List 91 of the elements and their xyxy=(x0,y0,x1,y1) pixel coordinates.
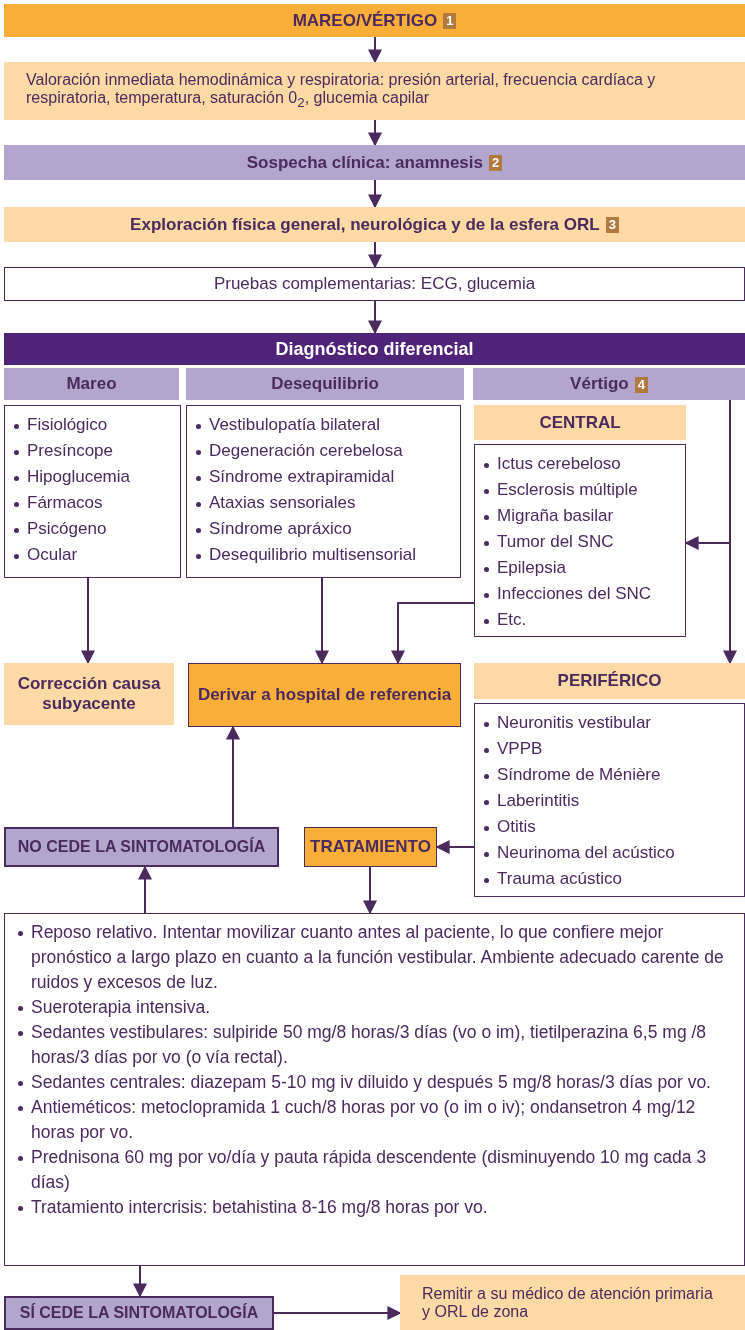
arrow xyxy=(435,840,475,854)
list-item: Sedantes centrales: diazepam 5-10 mg iv diluido y después 5 mg/8 horas/3 días por vo. xyxy=(15,1070,711,1095)
node-text: PERIFÉRICO xyxy=(557,671,662,690)
column-header xyxy=(186,368,464,400)
list-box xyxy=(474,703,745,897)
list-item: Migraña basilar xyxy=(481,503,614,529)
outcome-band xyxy=(400,1275,745,1330)
list-item: Infecciones del SNC xyxy=(481,581,652,607)
section-band xyxy=(4,333,745,365)
list-item: Antieméticos: metoclopramida 1 cuch/8 horas por vo (o im o iv); ondansetron 4 mg/12 horas por vo. xyxy=(15,1095,734,1145)
list-item: Síndrome apráxico xyxy=(193,516,352,542)
arrow xyxy=(363,866,377,915)
node-text: Derivar a hospital de referencia xyxy=(197,685,452,704)
node-text: NO CEDE LA SINTOMATOLOGÍA xyxy=(17,838,266,855)
process-band xyxy=(4,207,745,242)
process-box xyxy=(4,267,745,301)
list-item: Fisiológico xyxy=(11,412,108,438)
list-item: Psicógeno xyxy=(11,516,107,542)
list-item: VPPB xyxy=(481,736,543,762)
list-item: Trauma acústico xyxy=(481,866,623,892)
node-text: Corrección causa subyacente xyxy=(17,674,161,713)
callout-number: 4 xyxy=(634,376,648,393)
list-item: Presíncope xyxy=(11,438,113,464)
list-item: Otitis xyxy=(481,814,536,840)
list-item: Esclerosis múltiple xyxy=(481,477,638,503)
status-box xyxy=(4,1296,274,1330)
list-item: Síndrome extrapiramidal xyxy=(193,464,395,490)
arrow xyxy=(391,602,475,665)
node-text: Pruebas complementarias: ECG, glucemia xyxy=(213,274,536,293)
list-item: Laberintitis xyxy=(481,788,580,814)
node-text: Desequilibrio xyxy=(271,374,379,393)
node-text: Diagnóstico diferencial xyxy=(275,338,474,359)
outcome-band xyxy=(4,663,174,725)
node-text: SÍ CEDE LA SINTOMATOLOGÍA xyxy=(19,1304,259,1321)
category-band xyxy=(474,663,745,699)
arrow xyxy=(368,300,382,335)
callout-number: 2 xyxy=(489,155,503,171)
list-item: Reposo relativo. Intentar movilizar cuanto antes al paciente, lo que confiere mejor pronóstico a largo plazo en cuanto a la función vestibular. Ambiente adecuado carente de ruidos y excesos de luz. xyxy=(15,920,734,995)
outcome-box xyxy=(188,663,461,727)
list-item: Ocular xyxy=(11,542,78,568)
list-item: Epilepsia xyxy=(481,555,566,581)
list-item: Vestibulopatía bilateral xyxy=(193,412,381,438)
list-box xyxy=(474,444,686,637)
arrow xyxy=(315,577,329,665)
list-box xyxy=(186,405,461,578)
arrow xyxy=(368,119,382,147)
list-item: Desequilibrio multisensorial xyxy=(193,542,416,568)
arrow xyxy=(273,1306,402,1320)
arrow xyxy=(138,865,152,914)
list-item: Neurinoma del acústico xyxy=(481,840,675,866)
arrow xyxy=(368,241,382,269)
arrow xyxy=(81,577,95,665)
column-header xyxy=(473,368,745,400)
list-item: Degeneración cerebelosa xyxy=(193,438,403,464)
node-text: Vértigo xyxy=(570,374,629,393)
node-text: Valoración inmediata hemodinámica y respiratoria: presión arterial, frecuencia cardíaca y respiratoria, temperatura, saturación 0$_{2}$, glucemia capilar xyxy=(26,71,656,107)
node-text: MAREO/VÉRTIGO xyxy=(292,10,438,30)
process-band xyxy=(4,145,745,180)
arrow xyxy=(368,36,382,64)
list-item: Tumor del SNC xyxy=(481,529,614,555)
node-text: Mareo xyxy=(66,374,117,393)
list-item: Ataxias sensoriales xyxy=(193,490,356,516)
column-header xyxy=(4,368,179,400)
treatment-box xyxy=(304,827,437,867)
list-item: Etc. xyxy=(481,607,527,633)
list-item: Prednisona 60 mg por vo/día y pauta rápida descendente (disminuyendo 10 mg cada 3 días) xyxy=(15,1145,734,1195)
list-item: Síndrome de Ménière xyxy=(481,762,661,788)
list-item: Hipoglucemia xyxy=(11,464,130,490)
list-item: Sueroterapia intensiva. xyxy=(15,995,210,1020)
list-item: Sedantes vestibulares: sulpiride 50 mg/8 horas/3 días (vo o im), tietilperazina 6,5 mg /8 horas/3 días por vo (o vía rectal). xyxy=(15,1020,734,1070)
status-box xyxy=(4,827,279,867)
list-item: Ictus cerebeloso xyxy=(481,451,621,477)
arrow xyxy=(133,1265,147,1298)
list-item: Fármacos xyxy=(11,490,103,516)
category-band xyxy=(474,405,686,440)
arrow xyxy=(226,725,240,828)
treatment-list-box xyxy=(4,913,745,1266)
node-text: Sospecha clínica: anamnesis xyxy=(246,152,483,172)
node-text: Remitir a su médico de atención primaria y ORL de zona xyxy=(422,1284,713,1320)
list-item: Tratamiento intercrisis: betahistina 8-16 mg/8 horas por vo. xyxy=(15,1195,488,1220)
node-text: TRATAMIENTO xyxy=(310,837,431,856)
list-box xyxy=(4,405,181,578)
callout-number: 1 xyxy=(443,13,457,29)
list-item: Neuronitis vestibular xyxy=(481,710,651,736)
node-text: Exploración física general, neurológica y de la esfera ORL xyxy=(130,214,600,234)
arrow xyxy=(368,179,382,209)
process-band xyxy=(4,62,745,120)
callout-number: 3 xyxy=(605,217,619,233)
arrow xyxy=(723,399,737,665)
heading-band xyxy=(4,4,745,37)
node-text: CENTRAL xyxy=(539,412,621,432)
